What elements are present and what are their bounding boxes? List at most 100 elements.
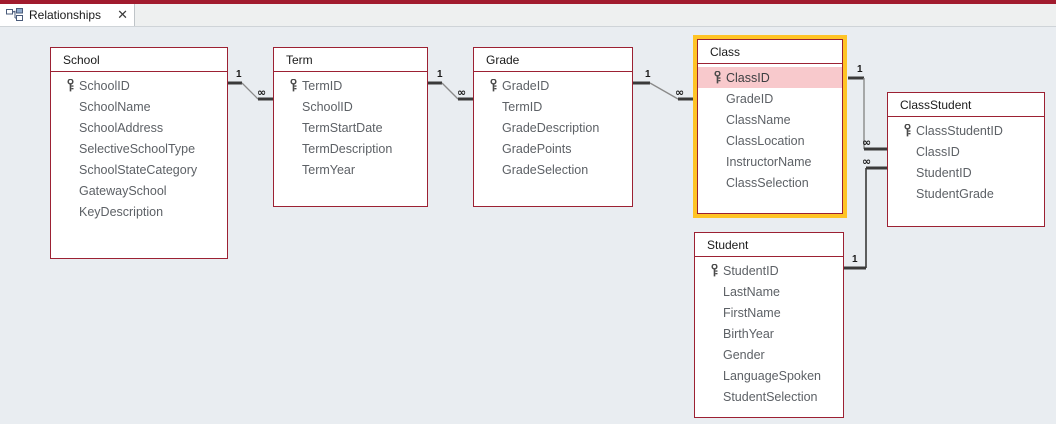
field-row[interactable]: SchoolAddress: [51, 117, 227, 138]
field-name: GradeID: [502, 78, 550, 93]
field-name: GradeDescription: [502, 120, 600, 135]
field-row[interactable]: SchoolID: [274, 96, 427, 117]
table-title: School: [51, 48, 227, 72]
field-row[interactable]: ClassName: [698, 109, 842, 130]
field-row[interactable]: KeyDescription: [51, 201, 227, 222]
field-row[interactable]: ClassStudentID: [888, 120, 1044, 141]
field-row[interactable]: LanguageSpoken: [695, 365, 843, 386]
field-row[interactable]: SchoolID: [51, 75, 227, 96]
relationship-grade-class: [633, 81, 697, 101]
field-name: StudentGrade: [916, 186, 994, 201]
field-name: ClassName: [726, 112, 791, 127]
relationship-term-grade: [428, 81, 473, 101]
field-name: StudentID: [723, 263, 779, 278]
field-name: ClassID: [916, 144, 960, 159]
field-name: InstructorName: [726, 154, 812, 169]
field-row[interactable]: ClassSelection: [698, 172, 842, 193]
field-row[interactable]: TermDescription: [274, 138, 427, 159]
field-name: SchoolName: [79, 99, 151, 114]
cardinality-many-class-classstudent: ∞: [862, 136, 872, 149]
field-row[interactable]: SelectiveSchoolType: [51, 138, 227, 159]
field-name: TermStartDate: [302, 120, 383, 135]
cardinality-one-grade-class: 1: [645, 69, 651, 80]
field-row[interactable]: GradeID: [698, 88, 842, 109]
tab-label: Relationships: [29, 8, 102, 22]
document-tab-bar: Relationships ✕: [0, 4, 1056, 27]
field-row[interactable]: SchoolName: [51, 96, 227, 117]
field-name: TermDescription: [302, 141, 393, 156]
field-name: FirstName: [723, 305, 781, 320]
field-row[interactable]: TermYear: [274, 159, 427, 180]
field-row[interactable]: LastName: [695, 281, 843, 302]
field-row[interactable]: ClassID: [698, 67, 842, 88]
app-accent-strip: [0, 0, 1056, 4]
primary-key-icon: [705, 264, 723, 277]
field-name: GradeID: [726, 91, 774, 106]
cardinality-many-school-term: ∞: [257, 86, 267, 99]
field-row[interactable]: StudentID: [695, 260, 843, 281]
primary-key-icon: [61, 79, 79, 92]
field-row[interactable]: GradeID: [474, 75, 632, 96]
field-name: ClassSelection: [726, 175, 809, 190]
field-name: ClassID: [726, 70, 770, 85]
field-row[interactable]: TermStartDate: [274, 117, 427, 138]
field-name: BirthYear: [723, 326, 774, 341]
field-row[interactable]: SchoolStateCategory: [51, 159, 227, 180]
field-name: LanguageSpoken: [723, 368, 822, 383]
field-row[interactable]: BirthYear: [695, 323, 843, 344]
field-name: KeyDescription: [79, 204, 164, 219]
relationships-icon: [6, 8, 24, 22]
field-row[interactable]: StudentSelection: [695, 386, 843, 407]
table-title: Term: [274, 48, 427, 72]
close-icon[interactable]: ✕: [117, 7, 128, 23]
field-name: ClassStudentID: [916, 123, 1003, 138]
field-row[interactable]: GatewaySchool: [51, 180, 227, 201]
field-row[interactable]: FirstName: [695, 302, 843, 323]
field-row[interactable]: StudentID: [888, 162, 1044, 183]
field-row[interactable]: GradeSelection: [474, 159, 632, 180]
field-name: GradeSelection: [502, 162, 589, 177]
field-row[interactable]: GradeDescription: [474, 117, 632, 138]
cardinality-many-grade-class: ∞: [675, 86, 685, 99]
field-name: SchoolID: [79, 78, 130, 93]
relationship-student-classstudent: [844, 166, 887, 270]
field-row[interactable]: GradePoints: [474, 138, 632, 159]
field-name: LastName: [723, 284, 780, 299]
table-title: Class: [698, 40, 842, 64]
field-name: SchoolStateCategory: [79, 162, 198, 177]
tab-relationships[interactable]: Relationships ✕: [0, 4, 135, 26]
relationship-school-term: [228, 81, 273, 101]
cardinality-one-term-grade: 1: [437, 69, 443, 80]
field-row[interactable]: ClassID: [888, 141, 1044, 162]
cardinality-many-student-classstudent: ∞: [862, 155, 872, 168]
field-name: StudentSelection: [723, 389, 818, 404]
field-row[interactable]: TermID: [474, 96, 632, 117]
field-row[interactable]: TermID: [274, 75, 427, 96]
field-name: GradePoints: [502, 141, 572, 156]
field-name: Gender: [723, 347, 765, 362]
field-name: SchoolAddress: [79, 120, 164, 135]
field-name: TermYear: [302, 162, 356, 177]
cardinality-one-class-classstudent: 1: [857, 64, 863, 75]
field-row[interactable]: StudentGrade: [888, 183, 1044, 204]
table-title: Grade: [474, 48, 632, 72]
field-name: TermID: [302, 78, 343, 93]
field-name: GatewaySchool: [79, 183, 167, 198]
primary-key-icon: [484, 79, 502, 92]
field-row[interactable]: Gender: [695, 344, 843, 365]
field-name: TermID: [502, 99, 543, 114]
primary-key-icon: [284, 79, 302, 92]
cardinality-one-student-classstudent: 1: [852, 254, 858, 265]
field-row[interactable]: InstructorName: [698, 151, 842, 172]
field-row[interactable]: ClassLocation: [698, 130, 842, 151]
field-name: SchoolID: [302, 99, 353, 114]
